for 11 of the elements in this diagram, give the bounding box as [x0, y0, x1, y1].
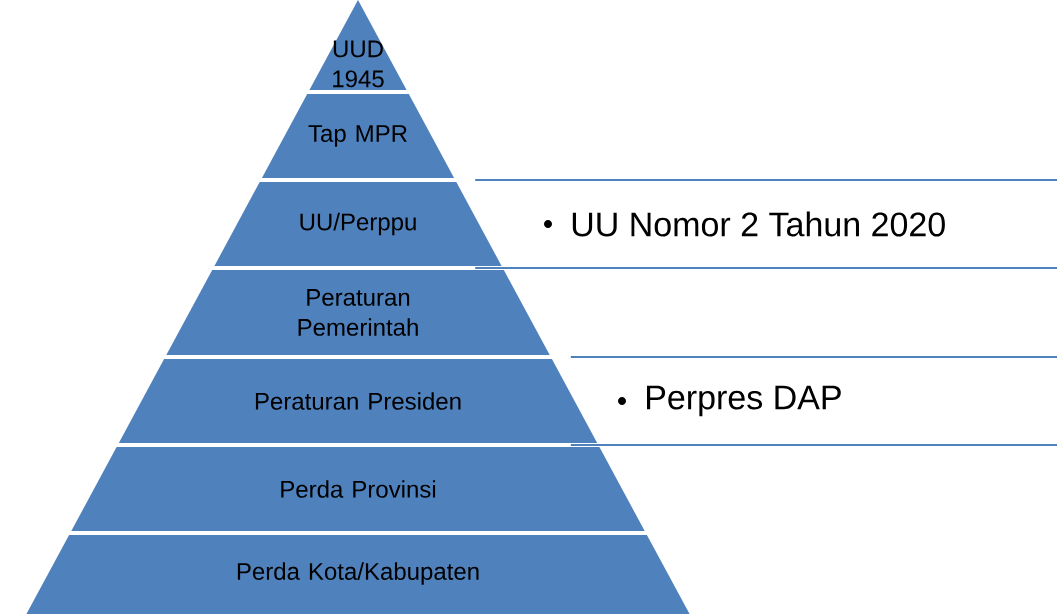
note-band: Perpres DAP	[569, 356, 1057, 446]
node-label: Perpres DAP	[647, 385, 841, 417]
pyramid-level: Tap MPR	[261, 94, 455, 178]
note-band: UU Nomor 2 Tahun 2020	[474, 179, 1057, 269]
node-label: UU Nomor 2 Tahun 2020	[572, 211, 945, 237]
pyramid-level: UUD 1945	[309, 0, 407, 90]
pyramid-level: Perda Provinsi	[71, 447, 645, 531]
pyramid-level: UU/Perppu	[214, 182, 502, 266]
pyramid-level: Peraturan Pemerintah	[166, 270, 550, 355]
pyramid-level: Perda Kota/Kabupaten	[26, 535, 690, 614]
pyramid-level: Peraturan Presiden	[118, 359, 598, 443]
